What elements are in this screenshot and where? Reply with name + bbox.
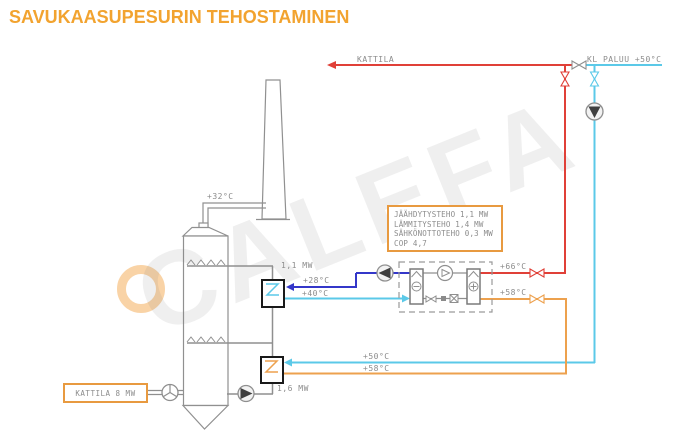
spray-nozzles-lower (186, 336, 226, 343)
label-hp-hot-out: +66°C (500, 262, 527, 271)
pipe-orange-warm (283, 298, 567, 375)
logo-ring-watermark (117, 265, 165, 313)
pump-return-line (585, 102, 604, 121)
boiler-box: KATTILA 8 MW (63, 383, 148, 403)
pump-scrubber-line (237, 384, 255, 403)
label-hx-lower-out: +58°C (363, 364, 390, 373)
heat-exchanger-lower (260, 356, 284, 384)
label-hx-lower-in: +50°C (363, 352, 390, 361)
info-line-heating: LÄMMITYSTEHO 1,4 MW (394, 219, 484, 229)
valve-red-riser (560, 71, 570, 87)
arrow-into-upper-hx (286, 283, 294, 291)
heat-pump-info-box: JÄÄHDYTYSTEHO 1,1 MW LÄMMITYSTEHO 1,4 MW… (387, 205, 503, 252)
heat-exchanger-upper (261, 279, 285, 308)
chimney (256, 79, 290, 221)
arrow-into-heat-pump (402, 294, 410, 303)
boiler-label: KATTILA 8 MW (75, 388, 136, 398)
label-hx-upper-cold: +28°C (303, 276, 330, 285)
pump-blue-line (376, 264, 394, 282)
compressor-icon (436, 264, 454, 282)
label-hp-warm-in: +58°C (500, 288, 527, 297)
info-line-electric: SÄHKÖNOTTOTEHO 0,3 MW (394, 229, 494, 238)
label-hx-upper-warm: +40°C (302, 289, 329, 298)
info-line-cooling: JÄÄHDYTYSTEHO 1,1 MW (394, 210, 489, 219)
valve-warm-in (529, 294, 545, 304)
expansion-valve-icon (425, 294, 459, 303)
hx-coil-glyph (264, 360, 279, 373)
arrow-into-lower-hx (284, 358, 292, 367)
label-hx-lower-power: 1,6 MW (277, 384, 309, 393)
valve-hot-out (529, 268, 545, 278)
evaporator (409, 268, 424, 305)
valve-junction (571, 60, 587, 70)
label-kl-return: KL PALUU +50°C (587, 55, 662, 64)
condenser (466, 268, 481, 305)
pipe-red-supply (327, 61, 577, 274)
label-flue-temp: +32°C (207, 192, 234, 201)
page-title: SAVUKAASUPESURIN TEHOSTAMINEN (9, 7, 350, 27)
valve-cyan-riser (589, 71, 600, 87)
label-hx-upper-power: 1,1 MW (281, 261, 313, 270)
arrow-to-kattila (327, 61, 336, 69)
scrubber-vessel (181, 222, 230, 430)
flue-gas-fan-icon (161, 383, 179, 402)
info-line-cop: COP 4,7 (394, 238, 428, 248)
label-kattila-supply: KATTILA (357, 55, 395, 64)
spray-nozzles-upper (186, 259, 226, 266)
hx-coil-glyph (265, 283, 280, 296)
flue-duct (202, 202, 266, 228)
heat-pump-unit (398, 261, 493, 313)
